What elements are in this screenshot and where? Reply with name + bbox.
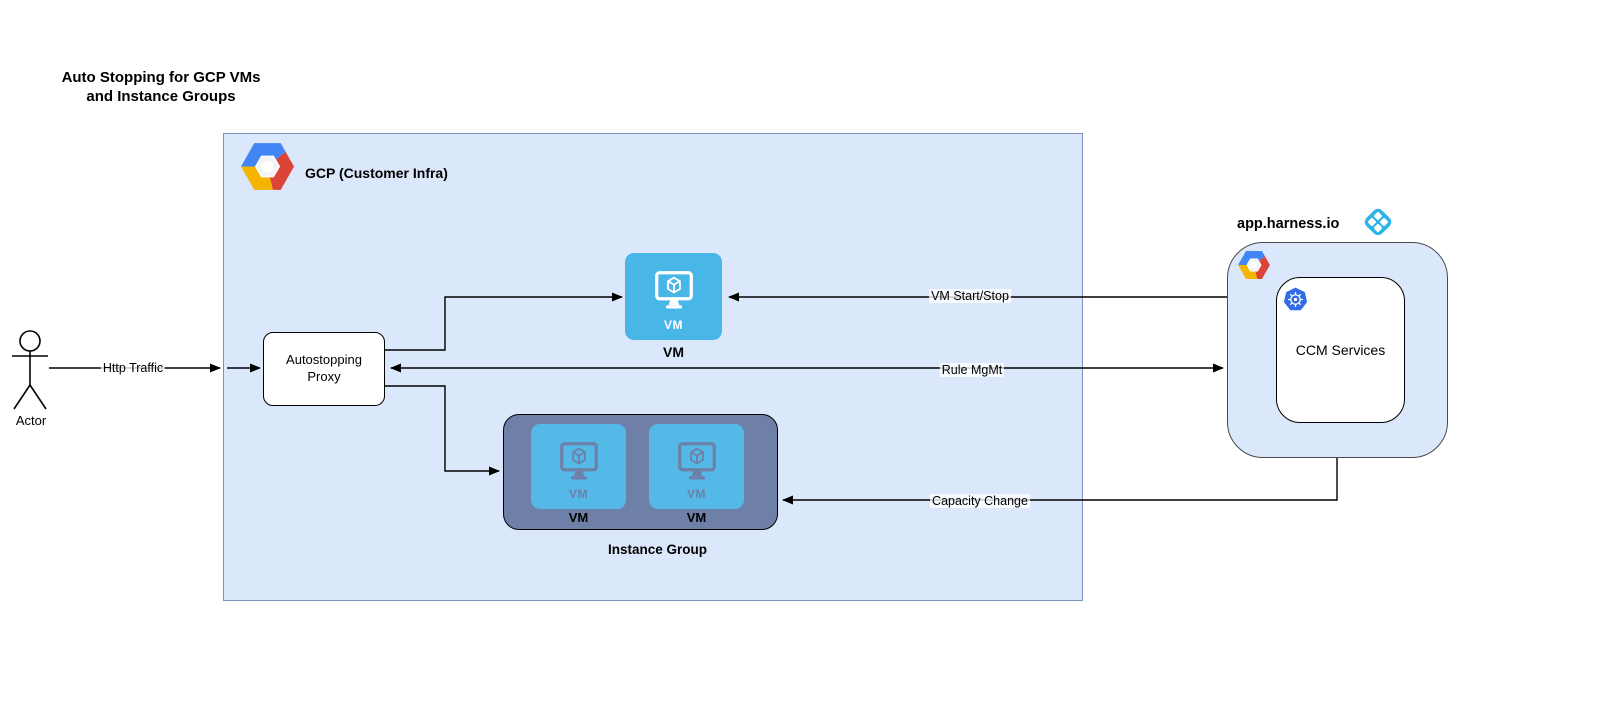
- edge-label-rule-mgmt: Rule MgMt: [939, 363, 1005, 377]
- vm-node-label: VM: [663, 344, 684, 360]
- edge-label-http-traffic: Http Traffic: [100, 361, 166, 375]
- instance-group-container: VM VM VM VM: [503, 414, 778, 530]
- autostopping-proxy-node: Autostopping Proxy: [263, 332, 385, 406]
- vm-monitor-icon: [677, 442, 716, 482]
- vm-node: VM: [625, 253, 722, 340]
- edge-label-capacity-change: Capacity Change: [930, 494, 1030, 508]
- ccm-services-label: CCM Services: [1295, 342, 1386, 358]
- gcp-logo-icon: [1238, 251, 1270, 279]
- vm-tile-text: VM: [569, 487, 588, 501]
- instance-group-vm-1-label: VM: [568, 510, 589, 525]
- edge-label-vm-start-stop: VM Start/Stop: [929, 289, 1011, 303]
- instance-group-vm-2: VM: [649, 424, 744, 509]
- vm-tile-text: VM: [664, 318, 683, 332]
- diagram-title: Auto Stopping for GCP VMs and Instance G…: [61, 69, 261, 106]
- instance-group-vm-1: VM: [531, 424, 626, 509]
- instance-group-vm-2-label: VM: [686, 510, 707, 525]
- actor-icon: [12, 330, 48, 410]
- harness-domain-label: app.harness.io: [1237, 216, 1340, 232]
- harness-logo-icon: [1364, 208, 1392, 236]
- autostopping-proxy-label: Autostopping Proxy: [286, 352, 362, 384]
- kubernetes-icon: [1283, 287, 1308, 311]
- vm-monitor-icon: [654, 271, 693, 311]
- vm-tile-text: VM: [687, 487, 706, 501]
- actor-label: Actor: [15, 413, 47, 428]
- vm-monitor-icon: [559, 442, 598, 482]
- gcp-logo-icon: [241, 143, 294, 190]
- instance-group-label: Instance Group: [607, 542, 707, 557]
- gcp-container-label: GCP (Customer Infra): [305, 165, 448, 181]
